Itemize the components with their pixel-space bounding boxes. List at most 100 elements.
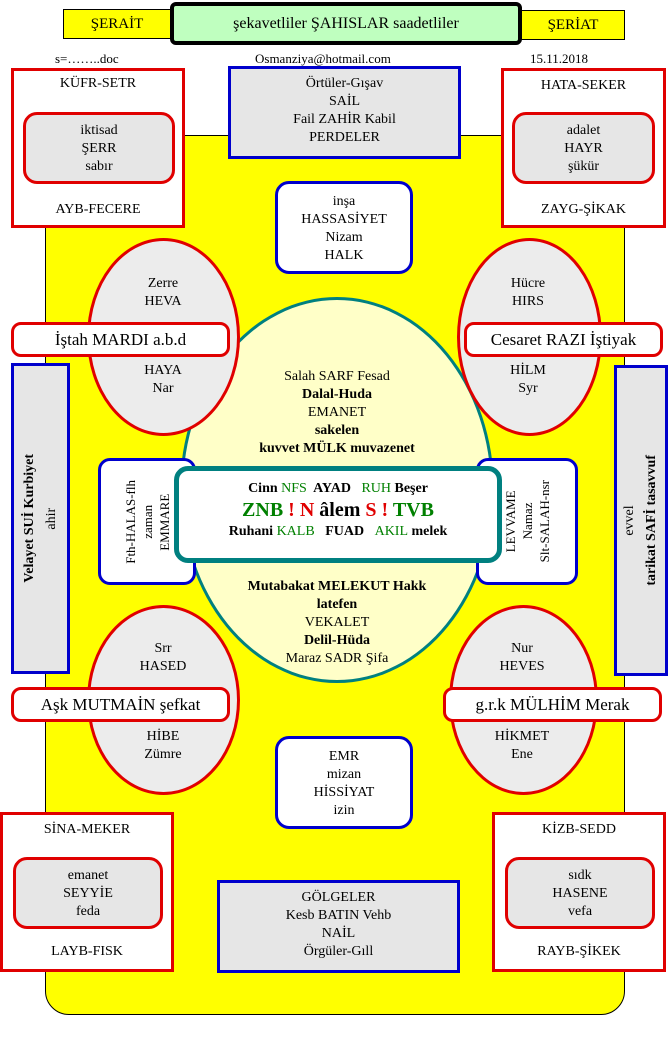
text-line: latefen [316,597,358,612]
text-line: HİSSİYAT [313,785,375,800]
text-line: Örtüler-Gışav [305,76,384,91]
oval-bl-bottom-text: HİBE Zümre [113,728,213,764]
corner-box-bottom-right: KİZB-SEDD sıdk HASENE vefa RAYB-ŞİKEK [492,812,666,972]
core-word: AKIL [374,524,409,539]
big-oval-lower-text: Mutabakat MELEKUT Hakk latefen VEKALET D… [210,578,464,668]
corner-bottom-label: RAYB-ŞİKEK [537,944,621,959]
corner-box-top-left: KÜFR-SETR iktisad ŞERR sabır AYB-FECERE [11,68,185,228]
text-line: EMR [328,749,360,764]
text-line: ahir [43,507,59,530]
core-word: KALB [276,524,315,539]
inner-line: sıdk [568,868,592,883]
text-line: sakelen [314,423,360,438]
oval-tl-top-text: Zerre HEVA [113,275,213,311]
corner-bottom-label: LAYB-FISK [51,944,123,959]
corner-inner-box: adalet HAYR şükür [512,112,655,184]
corner-bottom-label: ZAYG-ŞİKAK [540,202,627,217]
text-line: inşa [332,194,356,209]
oval-tr-bottom-text: HİLM Syr [478,362,578,398]
core-word: ! [381,499,389,521]
corner-inner-box: iktisad ŞERR sabır [23,112,175,184]
oval-br-top-text: Nur HEVES [472,640,572,676]
lower-middle-box: EMR mizan HİSSİYAT izin [275,736,413,829]
text-line: EMMARE [156,492,172,551]
text-line: Salah SARF Fesad [284,369,390,384]
text-line: PERDELER [309,130,380,145]
core-word: N [299,499,315,521]
core-word: ! [288,499,295,521]
text-line: HIRS [512,294,544,309]
right-mid-text: LEVVAME Namaz Slt-SALAH-nsr [502,480,553,562]
text-line: GÖLGELER [301,890,376,905]
text-line: Dalal-Huda [301,387,372,402]
inner-line: HASENE [552,886,608,901]
text-line: Nizam [325,230,363,245]
pill-top-left: İştah MARDI a.b.d [11,322,230,357]
corner-bottom-label: AYB-FECERE [55,202,141,217]
pill-bottom-right: g.r.k MÜLHİM Merak [443,687,662,722]
text-line: HALK [324,248,364,263]
core-row-3: Ruhani KALB FUAD AKIL melek [179,524,497,540]
oval-tl-bottom-text: HAYA Nar [113,362,213,398]
text-line: Velayet SUİ Kurbiyet [21,454,37,583]
text-line: VEKALET [304,615,370,630]
oval-tr-top-text: Hücre HIRS [478,275,578,311]
pill-top-right: Cesaret RAZI İştiyak [464,322,663,357]
corner-title: SİNA-MEKER [43,822,131,837]
inner-line: SEYYİE [63,886,113,901]
file-name: s=……..doc [55,51,119,66]
core-word: AYAD [313,481,351,496]
core-word: RUH [361,481,391,496]
core-word: NFS [281,481,307,496]
text-line: Hücre [510,276,546,291]
text-line: Nar [152,381,174,396]
text-line: Maraz SADR Şifa [285,651,389,666]
core-word: ZNB [242,499,284,521]
core-word: âlem [319,499,361,521]
header-right-tab: ŞERİAT [521,10,625,40]
left-mid-text: Fth-HALAS-flh zaman EMMARE [122,480,173,564]
right-bar-text: evvel tarikat SAFİ tasavvuf [619,455,663,586]
text-line: Syr [518,381,538,396]
text-line: evvel [622,505,637,536]
text-line: Namaz [519,503,535,540]
text-line: EMANET [307,405,367,420]
text-line: HİKMET [494,729,550,744]
text-line: Kesb BATIN Vehb [285,908,392,923]
left-bar-text: Velayet SUİ Kurbiyet ahir [19,454,63,583]
core-word: S [365,499,377,521]
header-center-title: şekavetliler ŞAHISLAR saadetliler [170,2,522,45]
text-line: Slt-SALAH-nsr [536,480,552,563]
core-word: Cinn [248,481,278,496]
corner-box-top-right: HATA-SEKER adalet HAYR şükür ZAYG-ŞİKAK [501,68,666,228]
date: 15.11.2018 [530,51,589,66]
text-line: mizan [326,767,362,782]
upper-middle-box: inşa HASSASİYET Nizam HALK [275,181,413,274]
oval-bl-top-text: Srr HASED [113,640,213,676]
oval-br-bottom-text: HİKMET Ene [472,728,572,764]
text-line: HASSASİYET [301,212,387,227]
email-address: Osmanziya@hotmail.com [255,51,391,66]
core-word: melek [411,524,448,539]
text-line: Nur [511,641,533,656]
corner-box-bottom-left: SİNA-MEKER emanet SEYYİE feda LAYB-FISK [0,812,174,972]
core-word: TVB [392,499,434,521]
inner-line: ŞERR [81,141,117,156]
text-line: HEVES [499,659,545,674]
text-line: HEVA [144,294,182,309]
corner-inner-box: sıdk HASENE vefa [505,857,655,929]
text-line: Mutabakat MELEKUT Hakk [247,579,427,594]
corner-title: KÜFR-SETR [59,76,137,91]
text-line: Zerre [147,276,179,291]
corner-inner-box: emanet SEYYİE feda [13,857,163,929]
inner-line: iktisad [80,123,118,138]
text-line: Fail ZAHİR Kabil [293,112,396,127]
text-line: HAYA [144,363,182,378]
bottom-center-box: GÖLGELER Kesb BATIN Vehb NAİL Örgüler-Gı… [217,880,460,973]
inner-line: şükür [567,159,600,174]
text-line: HİBE [146,729,180,744]
text-line: zaman [139,504,155,539]
core-word: Beşer [394,481,428,496]
text-line: NAİL [321,926,356,941]
text-line: SAİL [328,94,361,109]
